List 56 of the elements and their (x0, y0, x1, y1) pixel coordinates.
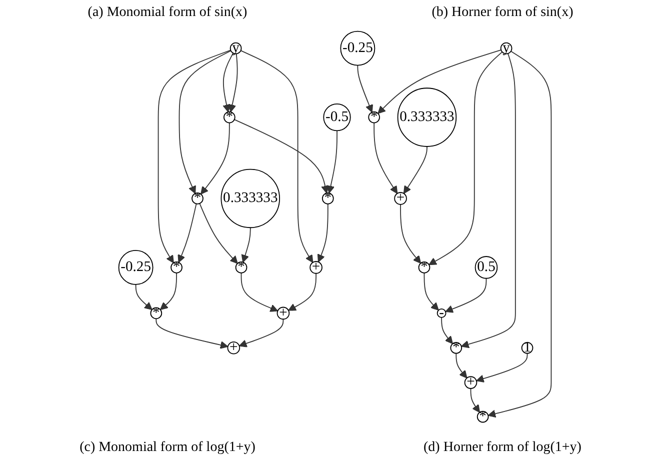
arrow (240, 50, 314, 263)
arrow (326, 130, 338, 194)
arrow (158, 50, 232, 264)
arrow (222, 52, 234, 112)
arrow (403, 146, 428, 194)
figure-caption: (a) Monomial form of sin(x) (88, 5, 248, 20)
arrow (228, 53, 238, 112)
arrow (178, 50, 232, 194)
arrow (428, 52, 503, 266)
node-circle: y (230, 42, 242, 54)
node-circle: -0.5 (323, 103, 351, 132)
arrow (178, 203, 197, 263)
arrow (200, 122, 230, 195)
node-circle: + (394, 192, 407, 205)
arrow (400, 204, 422, 264)
arrow (476, 352, 528, 383)
node-circle: y (500, 42, 512, 54)
arrow (317, 203, 328, 262)
node-circle: -0.25 (118, 250, 154, 285)
arrow (241, 227, 251, 263)
figure-caption: (c) Monomial form of log(1+y) (80, 440, 256, 455)
node-circle: 0.333333 (220, 168, 280, 228)
arrow (424, 272, 439, 311)
arrow (240, 272, 278, 312)
arrow (461, 53, 516, 348)
node-circle: * (476, 410, 489, 423)
node-circle: + (310, 261, 322, 274)
figure-caption: (d) Horner form of log(1+y) (424, 440, 582, 455)
arrow (374, 122, 398, 194)
node-circle: * (450, 342, 462, 354)
node-circle: - (436, 308, 446, 318)
arrow (488, 50, 552, 418)
node-circle: * (170, 262, 182, 274)
arrow (288, 272, 316, 311)
figure-caption: (b) Horner form of sin(x) (432, 5, 574, 20)
node-circle: 1 (521, 342, 534, 354)
arrow (238, 318, 284, 348)
arrow (156, 318, 228, 349)
arrow (378, 49, 502, 114)
node-circle: * (223, 111, 236, 124)
node-circle: 0.333333 (397, 88, 457, 147)
arrow (441, 317, 453, 344)
arrow (199, 203, 238, 264)
node-circle: + (227, 341, 240, 354)
node-circle: * (150, 307, 162, 320)
node-circle: -0.25 (340, 30, 376, 66)
arrow (357, 64, 374, 113)
arrow (234, 119, 330, 194)
arrow (135, 284, 152, 310)
arrow (160, 272, 177, 310)
arrow (470, 388, 480, 413)
node-circle: 0.5 (474, 256, 498, 279)
node-circle: + (276, 306, 290, 320)
node-circle: + (464, 376, 478, 389)
arrow (445, 278, 487, 313)
arrow (456, 352, 468, 378)
